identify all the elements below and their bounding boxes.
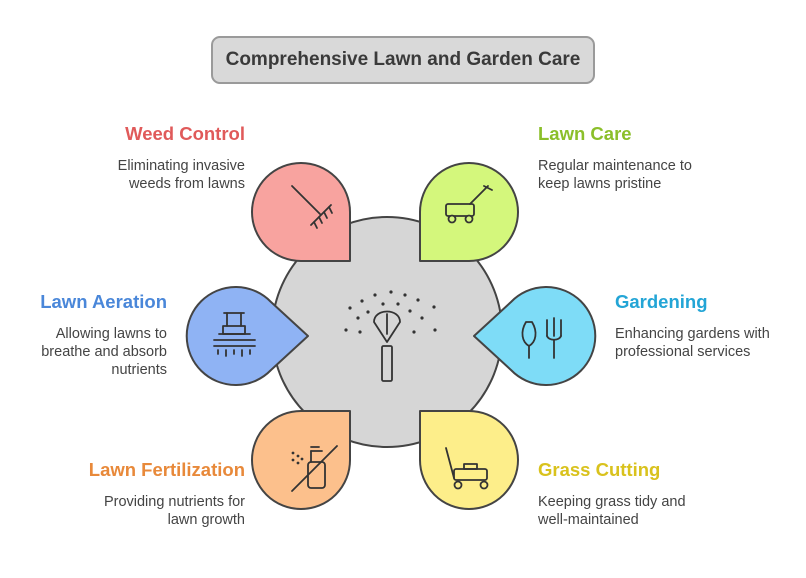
grass-cutting-drop [419, 410, 519, 510]
grass-cutting-label: Grass Cutting Keeping grass tidy and wel… [538, 458, 753, 529]
garden-tools-icon [521, 317, 562, 359]
push-mower-icon [445, 447, 489, 490]
gardening-label: Gardening Enhancing gardens with profess… [615, 290, 795, 361]
gardening-title: Gardening [615, 291, 708, 312]
lawn-fertilization-title: Lawn Fertilization [88, 459, 245, 480]
rake-icon [291, 185, 333, 229]
lawn-fertilization-drop [251, 410, 351, 510]
diagram-title: Comprehensive Lawn and Garden Care [211, 36, 595, 84]
grass-cutting-description: Keeping grass tidy and well-maintained [538, 494, 686, 528]
weed-control-label: Weed Control Eliminating invasive weeds … [30, 122, 245, 193]
weed-control-description: Eliminating invasive weeds from lawns [117, 158, 245, 192]
no-spray-icon [291, 445, 338, 492]
lawn-aeration-drop [185, 286, 309, 386]
lawn-mower-icon [445, 185, 493, 224]
lawn-care-drop [419, 162, 519, 262]
grass-cutting-title: Grass Cutting [538, 459, 661, 480]
weed-control-title: Weed Control [125, 123, 245, 144]
weed-control-drop [251, 162, 351, 262]
gardening-description: Enhancing gardens with professional serv… [615, 326, 770, 360]
lawn-care-title: Lawn Care [538, 123, 632, 144]
lawn-care-description: Regular maintenance to keep lawns pristi… [538, 158, 692, 192]
lawn-fertilization-label: Lawn Fertilization Providing nutrients f… [30, 458, 245, 529]
aerator-icon [213, 312, 256, 357]
lawn-aeration-label: Lawn Aeration Allowing lawns to breathe … [0, 290, 167, 379]
lawn-aeration-title: Lawn Aeration [40, 291, 167, 312]
sprinkler-icon [344, 290, 437, 382]
lawn-fertilization-description: Providing nutrients for lawn growth [103, 494, 245, 528]
lawn-aeration-description: Allowing lawns to breathe and absorb nut… [41, 326, 167, 378]
lawn-care-label: Lawn Care Regular maintenance to keep la… [538, 122, 753, 193]
